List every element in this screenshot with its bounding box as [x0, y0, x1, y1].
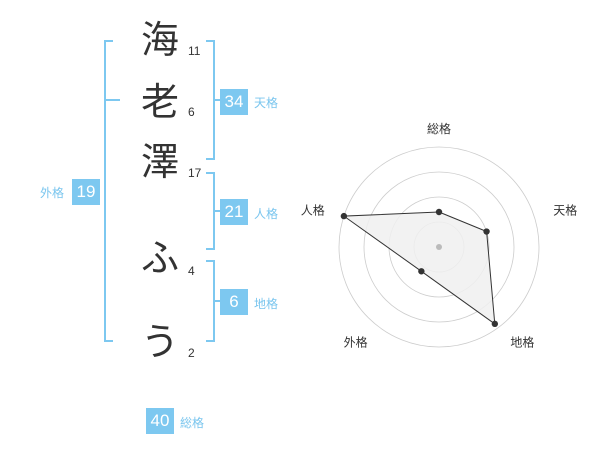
soukaku-label: 総格	[180, 416, 205, 430]
stroke-count-2: 6	[188, 105, 195, 119]
radar-point-3	[491, 320, 499, 328]
chikaku-label: 地格	[254, 297, 279, 311]
stroke-count-3: 17	[188, 166, 202, 180]
gaikaku-bracket	[104, 40, 113, 342]
stroke-count-1: 11	[188, 44, 201, 58]
radar-point-2	[483, 228, 490, 235]
gaikaku-badge: 19	[72, 179, 100, 205]
name-char-1: 海	[140, 18, 179, 62]
radar-axis-label-3: 地格	[510, 335, 534, 350]
name-char-2: 老	[140, 80, 179, 124]
tenkaku-bracket	[206, 40, 215, 160]
radar-ring-3	[363, 171, 515, 323]
name-char-4: ふ	[140, 236, 179, 280]
radar-points	[340, 208, 499, 328]
jinkaku-bracket-tick	[215, 210, 220, 212]
radar-axis-label-5: 人格	[301, 203, 325, 218]
tenkaku-bracket-tick	[215, 99, 220, 101]
radar-series-area	[342, 211, 496, 325]
soukaku-badge: 40	[146, 408, 174, 434]
radar-point-4	[418, 268, 425, 275]
jinkaku-badge: 21	[220, 199, 248, 225]
radar-point-5	[340, 212, 348, 220]
radar-axis-label-4: 外格	[344, 335, 368, 350]
tenkaku-label: 天格	[254, 96, 279, 110]
chikaku-bracket-tick	[215, 300, 220, 302]
radar-axis-label-2: 天格	[553, 203, 577, 218]
chikaku-badge: 6	[220, 289, 248, 315]
stroke-count-4: 4	[188, 264, 195, 278]
radar-ring-4	[338, 146, 540, 348]
jinkaku-bracket	[206, 172, 215, 250]
radar-point-1	[435, 208, 443, 216]
jinkaku-label: 人格	[254, 207, 279, 221]
radar-axis-label-1: 総格	[427, 121, 451, 136]
name-char-3: 澤	[140, 140, 179, 184]
gaikaku-label: 外格	[40, 186, 65, 200]
gaikaku-bracket-tick	[104, 99, 120, 101]
stroke-count-5: 2	[188, 346, 195, 360]
radar-center-dot	[436, 244, 442, 250]
name-char-5: う	[140, 320, 179, 364]
tenkaku-badge: 34	[220, 89, 248, 115]
chikaku-bracket	[206, 260, 215, 342]
